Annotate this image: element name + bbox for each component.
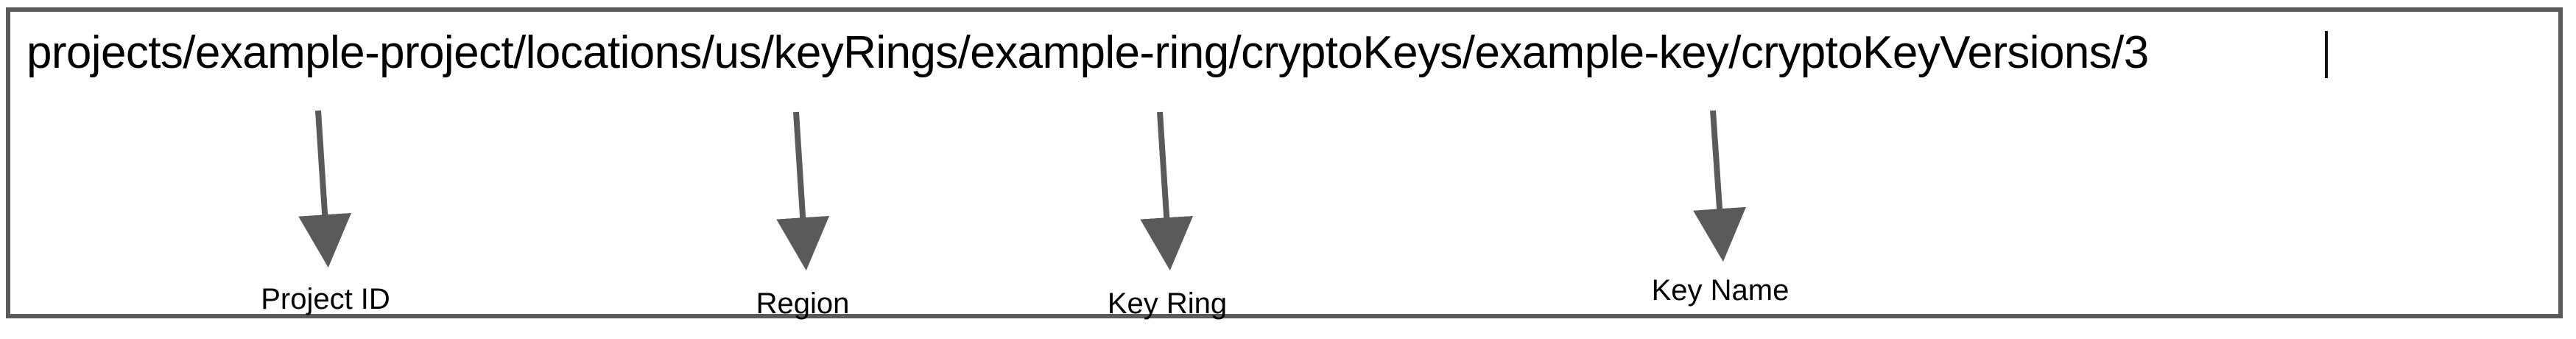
callout-label-project-id: Project ID	[261, 283, 390, 315]
callout-label-key-name: Key Name	[1651, 274, 1790, 307]
resource-path-textbox[interactable]: projects/example-project/locations/us/ke…	[6, 7, 2563, 318]
callout-label-region: Region	[756, 287, 850, 320]
resource-path-value[interactable]: projects/example-project/locations/us/ke…	[27, 27, 2149, 78]
text-caret	[2325, 31, 2328, 78]
callout-label-key-ring: Key Ring	[1107, 287, 1228, 320]
